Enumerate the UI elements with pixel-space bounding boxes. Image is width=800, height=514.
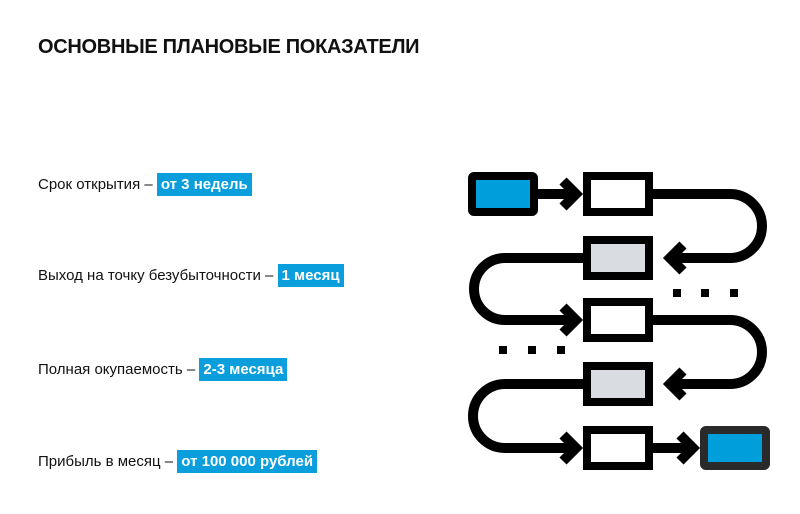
indicator-value: 1 месяц: [277, 264, 344, 287]
step-box: [583, 362, 653, 406]
ellipsis-dots-icon: [499, 289, 738, 354]
page-title: ОСНОВНЫЕ ПЛАНОВЫЕ ПОКАЗАТЕЛИ: [38, 36, 420, 58]
indicator-profit: Прибыль в месяц – от 100 000 рублей: [38, 450, 318, 473]
arrowheads-icon: [559, 177, 701, 465]
indicator-label: Полная окупаемость –: [38, 361, 196, 378]
step-box: [583, 298, 653, 342]
end-box: [700, 426, 770, 470]
start-box: [468, 172, 538, 216]
step-box: [583, 236, 653, 280]
indicator-value: от 100 000 рублей: [177, 450, 318, 473]
flow-connector: [468, 189, 767, 453]
indicator-opening-time: Срок открытия – от 3 недель: [38, 173, 252, 196]
step-box: [583, 172, 653, 216]
step-box: [583, 426, 653, 470]
indicator-payback: Полная окупаемость – 2-3 месяца: [38, 358, 288, 381]
indicator-breakeven: Выход на точку безубыточности – 1 месяц: [38, 264, 344, 287]
indicator-label: Срок открытия –: [38, 176, 153, 193]
indicator-label: Прибыль в месяц –: [38, 453, 174, 470]
indicator-value: 2-3 месяца: [199, 358, 288, 381]
indicator-value: от 3 недель: [156, 173, 252, 196]
indicator-label: Выход на точку безубыточности –: [38, 267, 274, 284]
